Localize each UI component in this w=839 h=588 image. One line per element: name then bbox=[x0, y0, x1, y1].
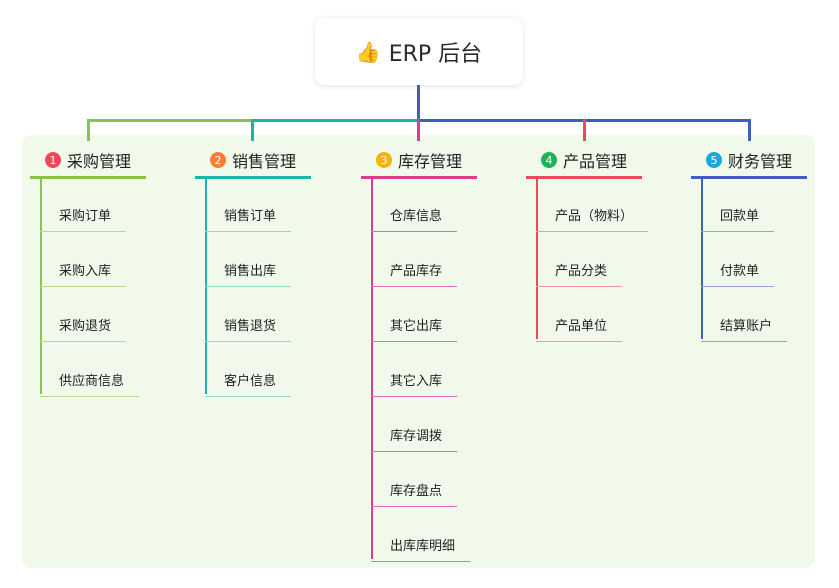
child-node[interactable]: 出库库明细 bbox=[371, 539, 471, 562]
branch-underline bbox=[691, 176, 807, 179]
branch-header[interactable]: 1 采购管理 bbox=[45, 150, 132, 171]
child-node[interactable]: 结算账户 bbox=[701, 319, 788, 342]
branch-underline bbox=[526, 176, 642, 179]
branch-title: 产品管理 bbox=[563, 152, 628, 171]
child-node[interactable]: 供应商信息 bbox=[40, 374, 140, 397]
child-node[interactable]: 采购退货 bbox=[40, 319, 127, 342]
child-node[interactable]: 销售订单 bbox=[205, 209, 292, 232]
root-node[interactable]: 👍 ERP 后台 bbox=[315, 18, 523, 85]
branch-trunk bbox=[701, 178, 703, 339]
child-node[interactable]: 客户信息 bbox=[205, 374, 292, 397]
branches-background bbox=[22, 135, 815, 568]
child-node[interactable]: 产品（物料） bbox=[536, 209, 649, 232]
branch-header[interactable]: 2 销售管理 bbox=[210, 150, 297, 171]
branch-underline bbox=[361, 176, 477, 179]
connector-vertical bbox=[417, 119, 420, 141]
child-node[interactable]: 回款单 bbox=[701, 209, 775, 232]
branch-header[interactable]: 3 库存管理 bbox=[376, 150, 463, 171]
root-title: ERP 后台 bbox=[388, 41, 483, 67]
connector-vertical bbox=[583, 119, 586, 141]
child-node[interactable]: 销售出库 bbox=[205, 264, 292, 287]
number-badge-icon: 2 bbox=[210, 152, 226, 168]
branch-underline bbox=[195, 176, 311, 179]
number-badge-icon: 1 bbox=[45, 152, 61, 168]
child-node[interactable]: 产品库存 bbox=[371, 264, 458, 287]
child-node[interactable]: 采购入库 bbox=[40, 264, 127, 287]
branch-title: 采购管理 bbox=[67, 152, 132, 171]
branch-title: 销售管理 bbox=[232, 152, 297, 171]
branch-title: 库存管理 bbox=[398, 152, 463, 171]
connector-vertical bbox=[251, 119, 254, 141]
connector-horizontal bbox=[584, 119, 750, 122]
connector-horizontal bbox=[88, 119, 253, 122]
connector-horizontal bbox=[418, 119, 585, 122]
child-node[interactable]: 采购订单 bbox=[40, 209, 127, 232]
child-node[interactable]: 付款单 bbox=[701, 264, 775, 287]
branch-title: 财务管理 bbox=[728, 152, 793, 171]
child-node[interactable]: 仓库信息 bbox=[371, 209, 458, 232]
branch-trunk bbox=[371, 178, 373, 559]
child-node[interactable]: 其它入库 bbox=[371, 374, 458, 397]
child-node[interactable]: 销售退货 bbox=[205, 319, 292, 342]
connector-horizontal bbox=[252, 119, 419, 122]
number-badge-icon: 5 bbox=[706, 152, 722, 168]
child-node[interactable]: 产品单位 bbox=[536, 319, 623, 342]
number-badge-icon: 3 bbox=[376, 152, 392, 168]
branch-header[interactable]: 5 财务管理 bbox=[706, 150, 793, 171]
branch-trunk bbox=[536, 178, 538, 339]
branch-underline bbox=[30, 176, 146, 179]
branch-header[interactable]: 4 产品管理 bbox=[541, 150, 628, 171]
child-node[interactable]: 其它出库 bbox=[371, 319, 458, 342]
root-connector bbox=[417, 85, 420, 121]
connector-vertical bbox=[87, 119, 90, 141]
child-node[interactable]: 产品分类 bbox=[536, 264, 623, 287]
number-badge-icon: 4 bbox=[541, 152, 557, 168]
thumbs-up-icon: 👍 bbox=[355, 39, 381, 64]
connector-vertical bbox=[748, 119, 751, 141]
child-node[interactable]: 库存盘点 bbox=[371, 484, 458, 507]
child-node[interactable]: 库存调拨 bbox=[371, 429, 458, 452]
